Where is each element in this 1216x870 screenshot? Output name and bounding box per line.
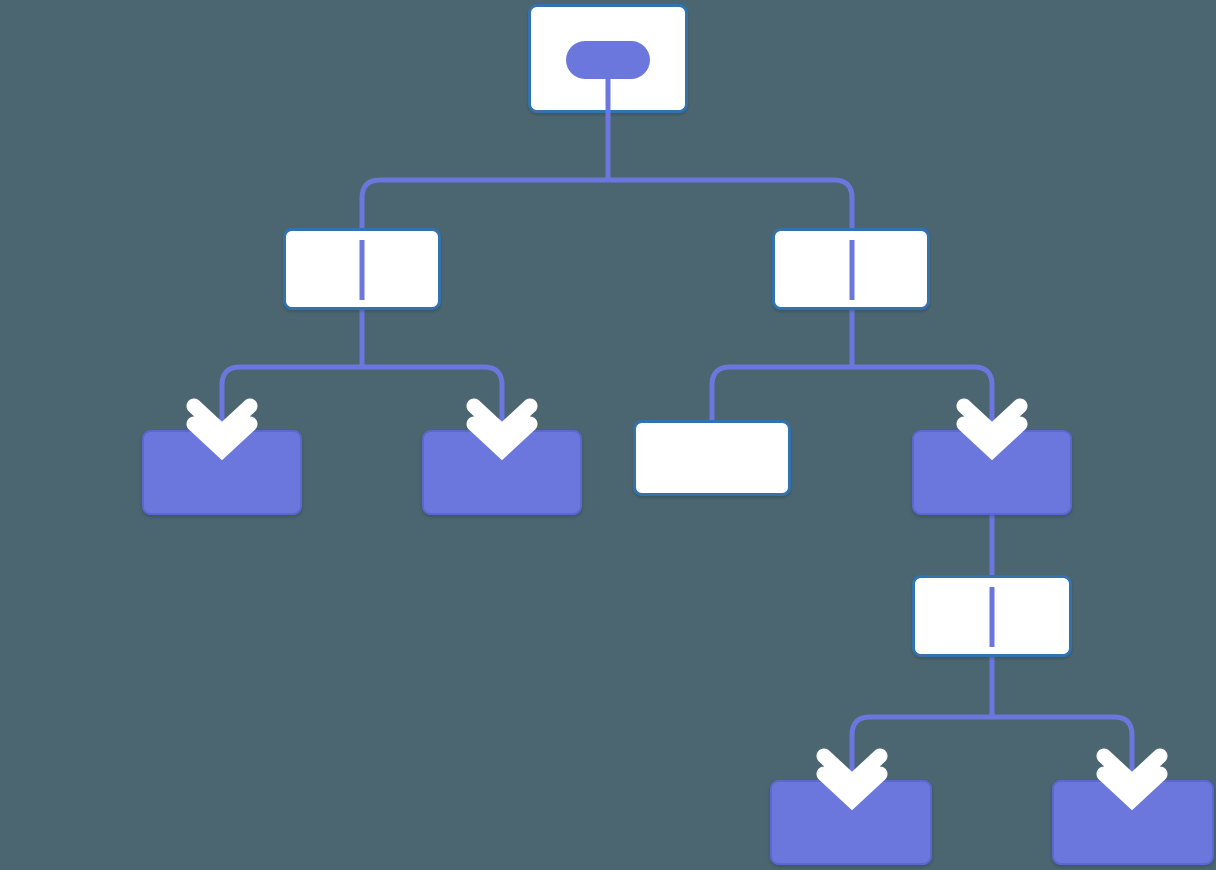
leaf-node-2[interactable] bbox=[422, 430, 582, 515]
leaf-node-4[interactable] bbox=[1052, 780, 1214, 865]
branch-node-sub[interactable] bbox=[912, 575, 1072, 657]
leaf-node-3[interactable] bbox=[770, 780, 932, 865]
root-pill bbox=[566, 41, 650, 79]
branch-node-purple[interactable] bbox=[912, 430, 1072, 515]
terminal-node-white[interactable] bbox=[633, 420, 791, 496]
root-node[interactable] bbox=[528, 4, 688, 113]
leaf-node-1[interactable] bbox=[142, 430, 302, 515]
branch-node-right[interactable] bbox=[772, 228, 930, 310]
branch-node-left[interactable] bbox=[283, 228, 441, 310]
